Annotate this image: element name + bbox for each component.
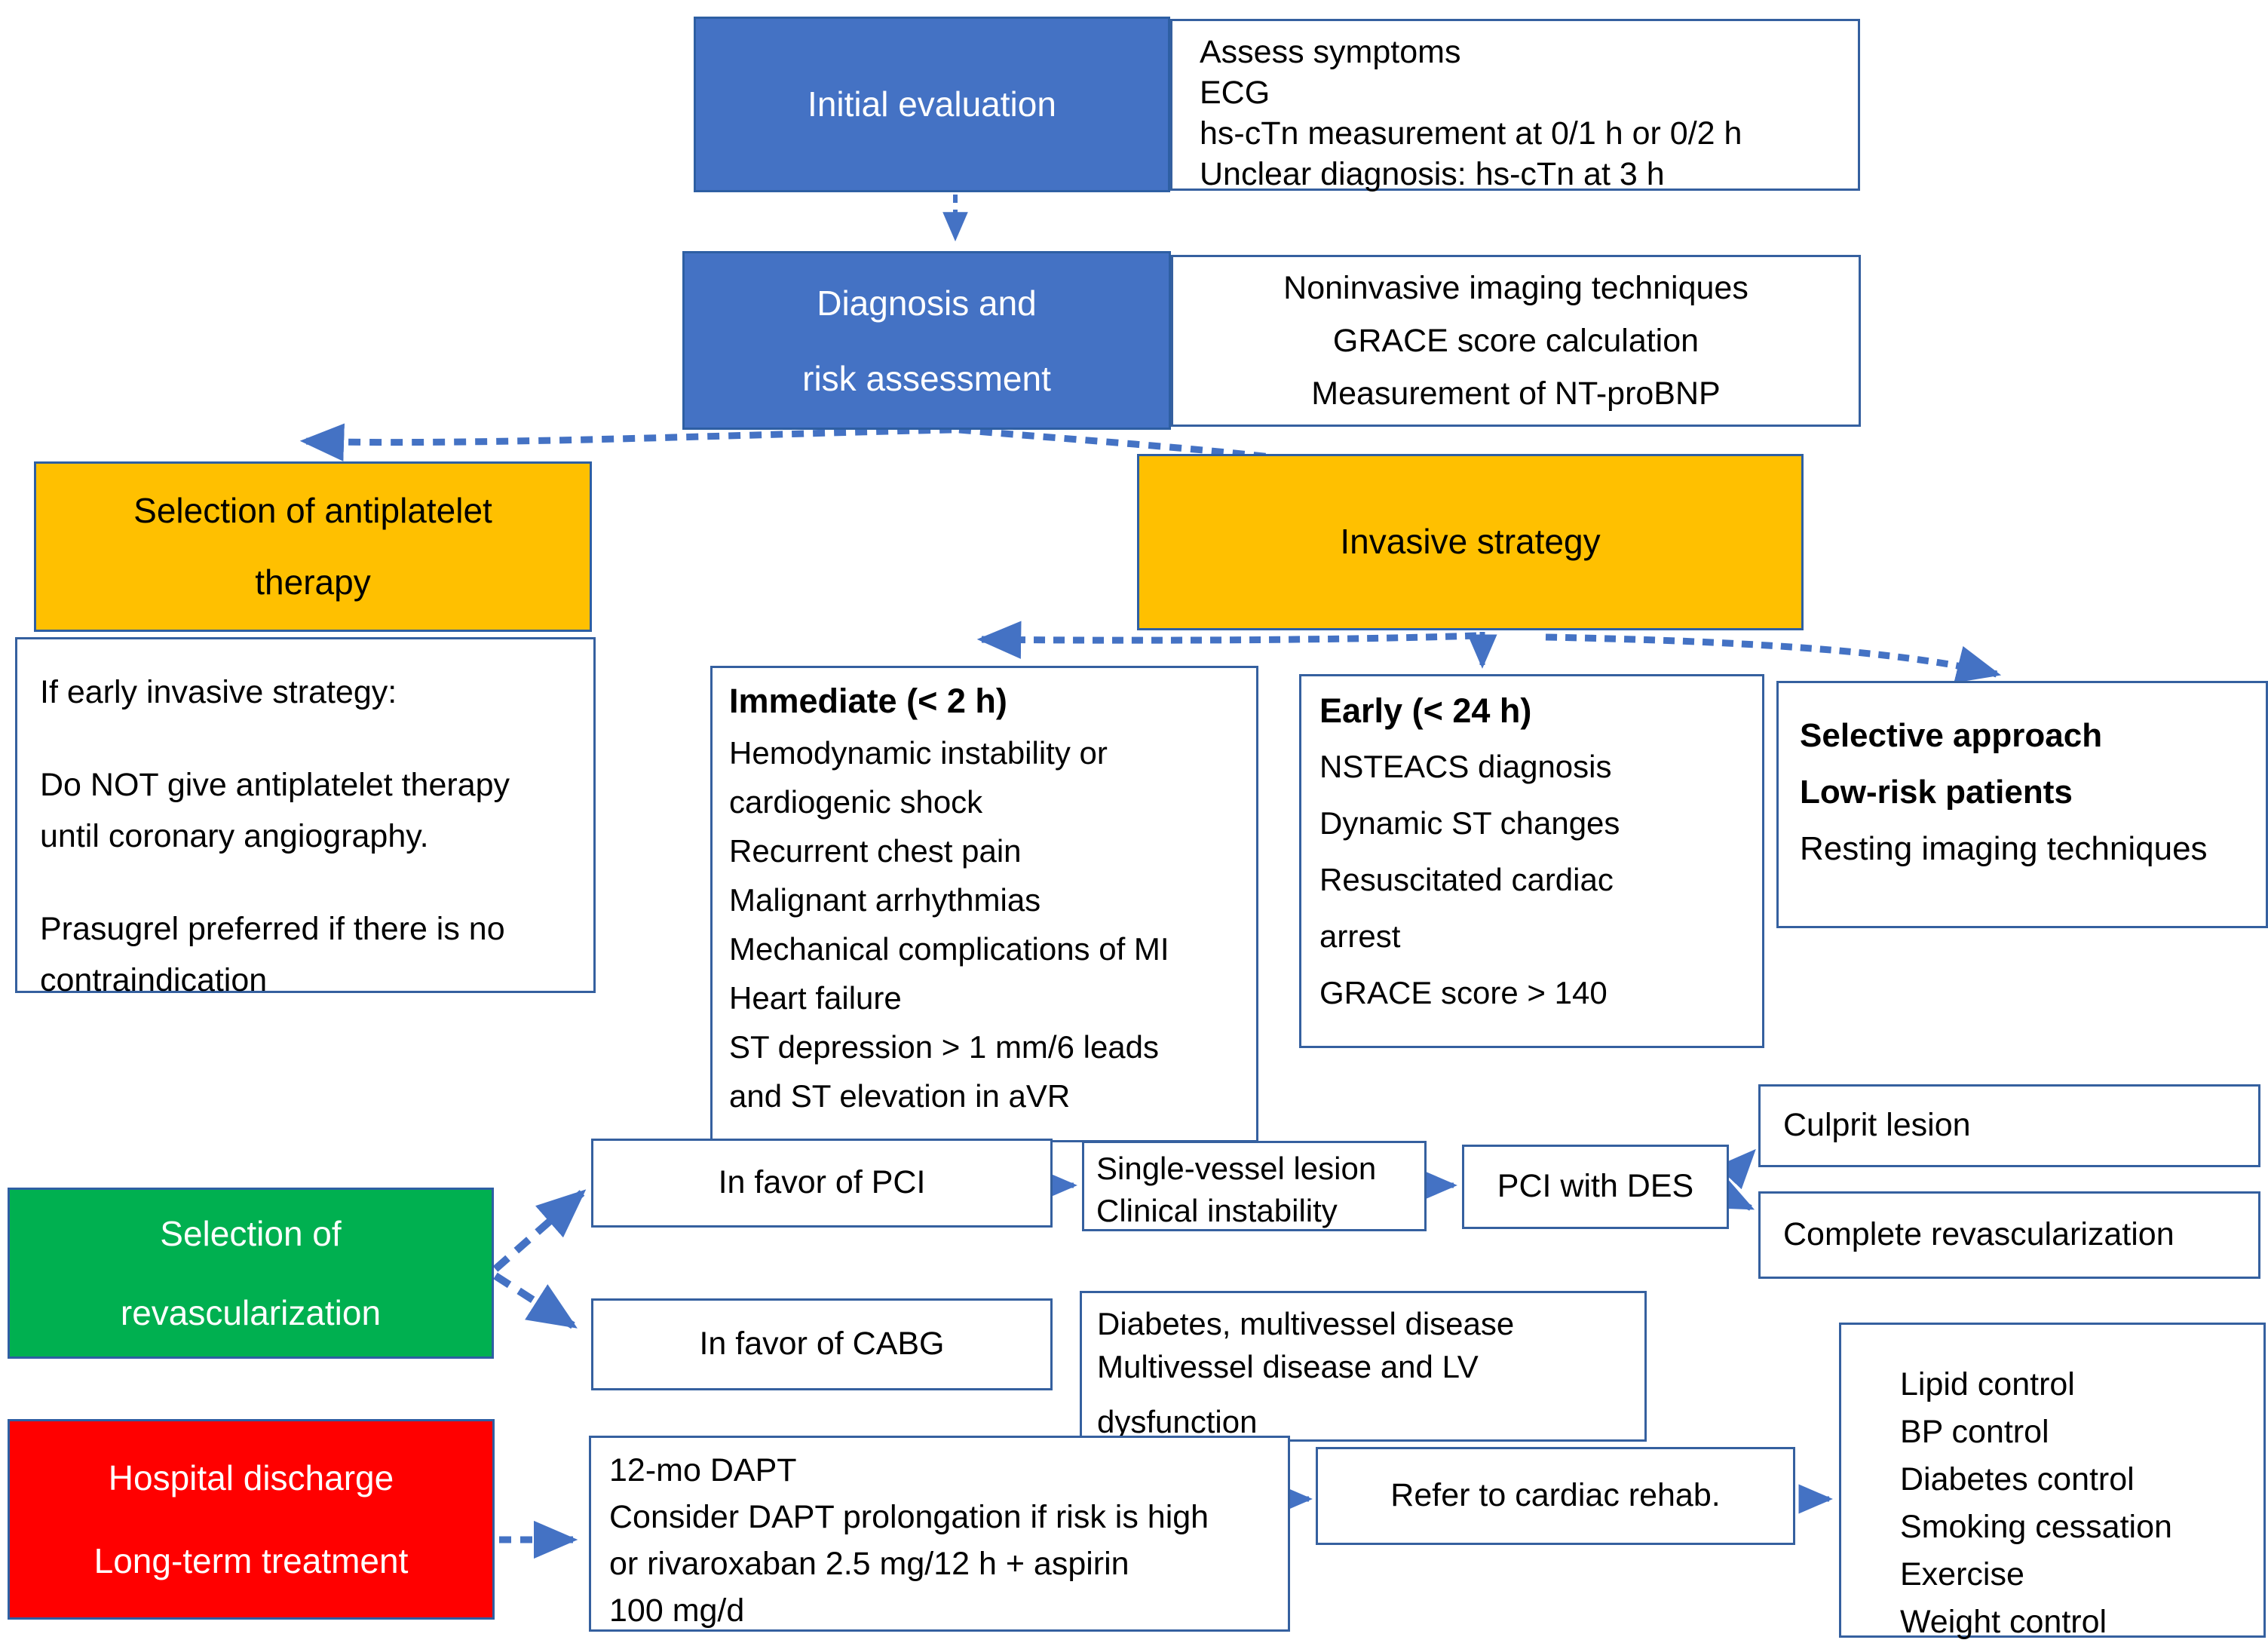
arrow-revasc-to-pci-favor — [492, 1189, 587, 1272]
text-line: Lipid control — [1900, 1366, 2075, 1402]
text-line: hs-cTn measurement at 0/1 h or 0/2 h — [1200, 115, 1742, 152]
text-line: Diagnosis and — [817, 283, 1037, 323]
node-line: Resting imaging techniques — [1800, 830, 2208, 867]
node-dapt-info: 12-mo DAPT Consider DAPT prolongation if … — [589, 1436, 1290, 1632]
arrow-revasc-to-cabg-favor — [493, 1272, 578, 1329]
node-label: Refer to cardiac rehab. — [1390, 1477, 1721, 1514]
text-line: Measurement of NT-proBNP — [1311, 375, 1721, 412]
node-label: PCI with DES — [1497, 1168, 1694, 1205]
text-line: Long-term treatment — [93, 1541, 409, 1580]
text-line: BP control — [1900, 1414, 2049, 1450]
text-line: Mechanical complications of MI — [729, 931, 1169, 967]
node-line-bold: Selective approach — [1800, 717, 2103, 754]
text-line: 100 mg/d — [609, 1592, 745, 1629]
text-line: Selection of antiplatelet — [133, 491, 492, 530]
text-line: and ST elevation in aVR — [729, 1078, 1071, 1114]
text-line: Weight control — [1900, 1604, 2107, 1640]
text-line: ST depression > 1 mm/6 leads — [729, 1029, 1160, 1065]
text-line: Do NOT give antiplatelet therapy until c… — [40, 767, 510, 854]
node-label: Initial evaluation — [808, 84, 1056, 124]
text-line: Diabetes, multivessel disease — [1097, 1306, 1515, 1341]
node-label: Culprit lesion — [1783, 1107, 1971, 1144]
arrow-pci-des-to-culprit — [1716, 1148, 1756, 1190]
node-title: Early (< 24 h) — [1319, 691, 1532, 730]
text-line: revascularization — [120, 1292, 382, 1332]
node-label: Complete revascularization — [1783, 1216, 2175, 1253]
text-line: 12-mo DAPT — [609, 1452, 797, 1488]
node-antiplatelet-info: If early invasive strategy: Do NOT give a… — [15, 637, 596, 998]
node-diagnosis-risk-assessment: Diagnosis and risk assessment — [682, 251, 1171, 430]
text-line: ECG — [1200, 75, 1270, 111]
node-complete-revascularization: Complete revascularization — [1758, 1191, 2260, 1279]
node-immediate-criteria: Immediate (< 2 h) Hemodynamic instabilit… — [710, 666, 1258, 1142]
arrow-diagnosis-to-antiplatelet — [299, 423, 952, 461]
text-line: Assess symptoms — [1200, 34, 1461, 70]
text-line: dysfunction — [1097, 1404, 1258, 1439]
arrow-pci-des-to-complete — [1712, 1177, 1755, 1211]
text-line: Diabetes control — [1900, 1461, 2135, 1497]
text-line: cardiogenic shock — [729, 784, 983, 820]
text-line: Smoking cessation — [1900, 1509, 2172, 1545]
node-in-favor-of-cabg: In favor of CABG — [591, 1298, 1053, 1390]
text-line: Recurrent chest pain — [729, 833, 1022, 869]
node-title: Immediate (< 2 h) — [729, 682, 1007, 720]
text-line: therapy — [255, 562, 371, 602]
text-line: Consider DAPT prolongation if risk is hi… — [609, 1499, 1209, 1535]
text-line: GRACE score calculation — [1332, 323, 1699, 359]
text-line: Resuscitated cardiac — [1319, 862, 1614, 898]
node-initial-evaluation: Initial evaluation — [694, 17, 1170, 192]
node-in-favor-of-pci: In favor of PCI — [591, 1139, 1053, 1228]
text-line: Single-vessel lesion — [1096, 1151, 1377, 1186]
text-line: risk assessment — [802, 358, 1051, 398]
text-line: Unclear diagnosis: hs-cTn at 3 h — [1200, 156, 1665, 192]
arrow-invasive-to-immediate — [976, 621, 1477, 659]
node-cardiac-rehab: Refer to cardiac rehab. — [1316, 1447, 1795, 1545]
text-line: Dynamic ST changes — [1319, 805, 1620, 841]
text-line: Malignant arrhythmias — [729, 882, 1041, 918]
node-antiplatelet-selection: Selection of antiplatelet therapy — [34, 461, 592, 632]
text-line: GRACE score > 140 — [1319, 975, 1608, 1011]
node-label: In favor of PCI — [718, 1164, 926, 1201]
node-lines: Hemodynamic instability or cardiogenic sh… — [729, 728, 1246, 1120]
text-line: Heart failure — [729, 980, 902, 1016]
node-selective-approach: Selective approach Low-risk patients Res… — [1776, 681, 2268, 928]
text-line: Hemodynamic instability or — [729, 735, 1108, 771]
text-line: NSTEACS diagnosis — [1319, 749, 1612, 785]
text-line: or rivaroxaban 2.5 mg/12 h + aspirin — [609, 1546, 1129, 1582]
text-line: arrest — [1319, 918, 1401, 955]
node-label: Invasive strategy — [1340, 522, 1601, 562]
node-revascularization-selection: Selection of revascularization — [8, 1188, 494, 1359]
text-line: Exercise — [1900, 1556, 2024, 1592]
node-line-bold: Low-risk patients — [1800, 774, 2073, 811]
text-line: Prasugrel preferred if there is no contr… — [40, 911, 505, 998]
node-pci-with-des: PCI with DES — [1462, 1145, 1729, 1229]
node-label: In favor of CABG — [699, 1326, 945, 1363]
node-invasive-strategy: Invasive strategy — [1137, 454, 1804, 630]
text-line: Hospital discharge — [108, 1458, 394, 1497]
arrow-invasive-to-selective — [1545, 633, 2002, 683]
text-line: Noninvasive imaging techniques — [1283, 270, 1749, 306]
text-line: If early invasive strategy: — [40, 674, 397, 710]
text-line: Selection of — [160, 1213, 342, 1253]
text-line: Clinical instability — [1096, 1193, 1338, 1228]
text-line: Multivessel disease and LV — [1097, 1349, 1479, 1384]
node-culprit-lesion: Culprit lesion — [1758, 1084, 2260, 1167]
